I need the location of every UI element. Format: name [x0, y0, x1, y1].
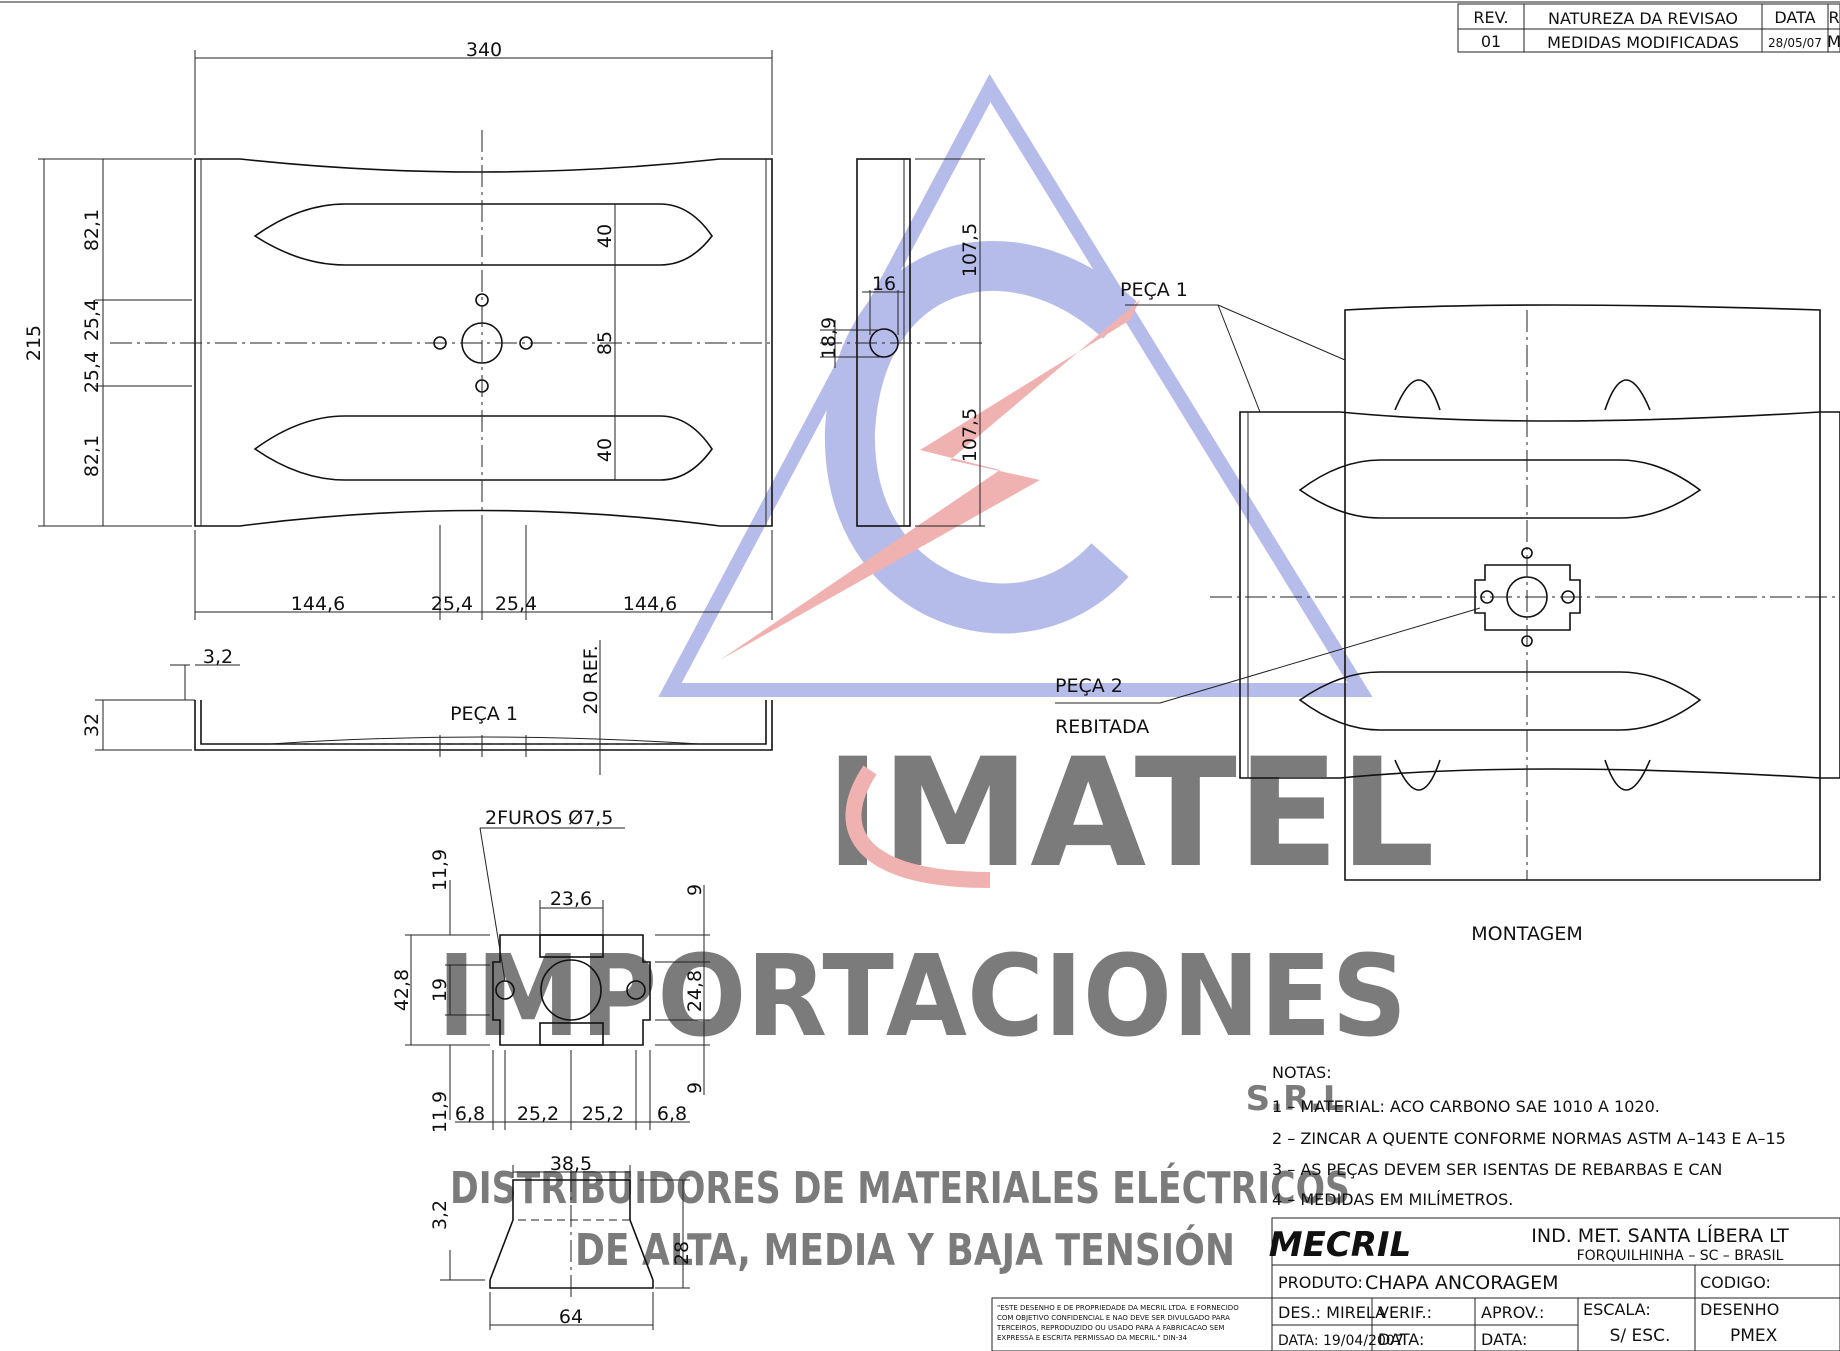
- dim-hole-top: 25,4: [81, 299, 103, 341]
- dim-hole-bottom: 25,4: [81, 351, 103, 393]
- rev-header: REV.: [1473, 8, 1508, 27]
- designer: DES.: MIRELA: [1278, 1303, 1386, 1322]
- dim-bottom-mid-left: 25,4: [431, 593, 473, 615]
- dim-p2-b1: 6,8: [455, 1103, 485, 1125]
- note-4: 4 – MEDIDAS EM MILÍMETROS.: [1272, 1190, 1513, 1209]
- svg-text:"ESTE DESENHO E DE PROPRIEDADE: "ESTE DESENHO E DE PROPRIEDADE DA MECRIL…: [997, 1304, 1239, 1312]
- dim-total-height: 215: [23, 325, 45, 361]
- dim-ref: 20 REF.: [580, 645, 602, 714]
- assembly-view: PEÇA 1 PEÇA 2 REBITADA MONTAGEM: [1055, 279, 1840, 945]
- dim-p2-center-w: 23,6: [550, 888, 592, 910]
- dim-p2-inner: 19: [429, 978, 451, 1002]
- dim-side-hole: 18,9: [818, 317, 840, 359]
- company-location: FORQUILHINHA – SC – BRASIL: [1577, 1248, 1784, 1264]
- escala-label: ESCALA:: [1583, 1300, 1651, 1319]
- dim-side-thk: 16: [872, 273, 896, 295]
- dim-p2s-width-bottom: 64: [559, 1306, 583, 1328]
- rev-resp: M: [1827, 32, 1840, 51]
- note-3: 3 – AS PEÇAS DEVEM SER ISENTAS DE REBARB…: [1272, 1160, 1722, 1179]
- rev-nature: MEDIDAS MODIFICADAS: [1547, 33, 1739, 52]
- desenho-value: PMEX: [1730, 1326, 1778, 1346]
- desenho-label: DESENHO: [1700, 1300, 1779, 1319]
- nature-header: NATUREZA DA REVISAO: [1548, 9, 1738, 28]
- verif-label: VERIF.:: [1378, 1303, 1432, 1322]
- dim-bottom-mid-right: 25,4: [495, 593, 537, 615]
- dim-thickness: 3,2: [203, 646, 233, 668]
- produto-label: PRODUTO:: [1278, 1273, 1363, 1292]
- produto-value: CHAPA ANCORAGEM: [1365, 1272, 1558, 1294]
- dim-side-lower: 107,5: [959, 408, 981, 462]
- notes-heading: NOTAS:: [1272, 1063, 1332, 1082]
- part2-side-view: 38,5 3,2 28 64: [429, 1153, 693, 1330]
- holes-note: 2FUROS Ø7,5: [485, 807, 613, 829]
- dim-width: 340: [466, 39, 502, 61]
- top-view: 340 215 82,1 25,4 25,4 82,1 40 85 40 144…: [23, 39, 773, 620]
- dim-p2-b2: 25,2: [517, 1103, 559, 1125]
- resp-header: R: [1828, 8, 1839, 27]
- watermark: IMATEL IMPORTACIONES S.R.L DISTRIBUIDORE…: [437, 73, 1435, 1276]
- assembly-caption: MONTAGEM: [1471, 923, 1582, 945]
- assembly-riveted-label: REBITADA: [1055, 716, 1149, 738]
- dim-slot-width-top: 40: [594, 224, 616, 248]
- dim-p2-right-mid: 24,8: [684, 970, 706, 1012]
- svg-text:TERCEIROS, REPRODUZIDO OU USAD: TERCEIROS, REPRODUZIDO OU USADO PARA A F…: [996, 1324, 1224, 1332]
- dim-p2-b3: 25,2: [582, 1103, 624, 1125]
- upper-slot: [253, 203, 713, 266]
- title-block: MECRIL IND. MET. SANTA LÍBERA LT FORQUIL…: [1269, 1217, 1840, 1351]
- svg-text:COM OBJETIVO CONFIDENCIAL E NA: COM OBJETIVO CONFIDENCIAL E NAO DEVE SER…: [997, 1314, 1230, 1322]
- watermark-line1: IMPORTACIONES: [437, 932, 1407, 1062]
- dim-slot-width-bottom: 40: [594, 438, 616, 462]
- codigo-label: CODIGO:: [1700, 1273, 1771, 1292]
- watermark-srl: S.R.L: [1246, 1079, 1345, 1119]
- mecril-logo: MECRIL: [1269, 1225, 1412, 1265]
- dim-bottom-right: 144,6: [623, 593, 677, 615]
- note-1: 1 – MATERIAL: ACO CARBONO SAE 1010 A 102…: [1272, 1097, 1660, 1116]
- part2-view: 2FUROS Ø7,5 42,8 19 11,9 11,9 23,6 9 24,…: [391, 807, 710, 1133]
- dim-slot-bottom: 82,1: [81, 435, 103, 477]
- disclaimer: "ESTE DESENHO E DE PROPRIEDADE DA MECRIL…: [991, 1297, 1273, 1351]
- rev-date: 28/05/07: [1768, 36, 1822, 50]
- watermark-c-shape: [824, 240, 1137, 634]
- dim-p2-height: 42,8: [391, 969, 413, 1011]
- assembly-part1-label: PEÇA 1: [1120, 279, 1188, 301]
- watermark-lightning-icon: [720, 300, 1140, 660]
- watermark-line3: DE ALTA, MEDIA Y BAJA TENSIÓN: [575, 1223, 1235, 1276]
- company-name: IND. MET. SANTA LÍBERA LT: [1531, 1224, 1789, 1247]
- dim-p2-right-bottom: 9: [684, 1082, 706, 1094]
- dim-bottom-left: 144,6: [291, 593, 345, 615]
- dim-p2s-height: 28: [671, 1241, 693, 1265]
- date-header: DATA: [1774, 8, 1815, 27]
- aprov-label: APROV.:: [1481, 1303, 1544, 1322]
- escala-value: S/ ESC.: [1610, 1326, 1671, 1346]
- assembly-part2-label: PEÇA 2: [1055, 675, 1123, 697]
- revision-table: REV. NATUREZA DA REVISAO DATA R 01 MEDID…: [1457, 3, 1840, 53]
- svg-text:EXPRESSA E ESCRITA PERMISSAO D: EXPRESSA E ESCRITA PERMISSAO DA MECRIL."…: [997, 1334, 1188, 1342]
- rev-number: 01: [1481, 32, 1501, 51]
- section-label: PEÇA 1: [450, 703, 518, 725]
- dim-p2-b4: 6,8: [657, 1103, 687, 1125]
- dim-section-height: 32: [81, 713, 103, 737]
- dim-slot-spacing: 85: [594, 331, 616, 355]
- lower-slot: [253, 415, 713, 481]
- dim-slot-top: 82,1: [81, 209, 103, 251]
- des-date: DATA: 19/04/2007: [1278, 1333, 1404, 1349]
- note-2: 2 – ZINCAR A QUENTE CONFORME NORMAS ASTM…: [1272, 1129, 1786, 1148]
- dim-p2s-width-top: 38,5: [550, 1153, 592, 1175]
- side-view: 16 18,9 107,5 107,5: [818, 158, 985, 527]
- section-view: 3,2 32 20 REF. PEÇA 1: [81, 640, 773, 775]
- dim-p2s-thk: 3,2: [429, 1200, 451, 1230]
- dim-p2-right-top: 9: [684, 884, 706, 896]
- dim-p2-top-gap: 11,9: [429, 849, 451, 891]
- dim-side-upper: 107,5: [959, 223, 981, 277]
- watermark-line2: DISTRIBUIDORES DE MATERIALES ELÉCTRICOS: [450, 1161, 1350, 1214]
- notes: NOTAS: 1 – MATERIAL: ACO CARBONO SAE 101…: [1272, 1063, 1786, 1209]
- aprov-date: DATA:: [1481, 1330, 1527, 1349]
- verif-date: DATA:: [1378, 1330, 1424, 1349]
- dim-p2-bottom-gap: 11,9: [429, 1091, 451, 1133]
